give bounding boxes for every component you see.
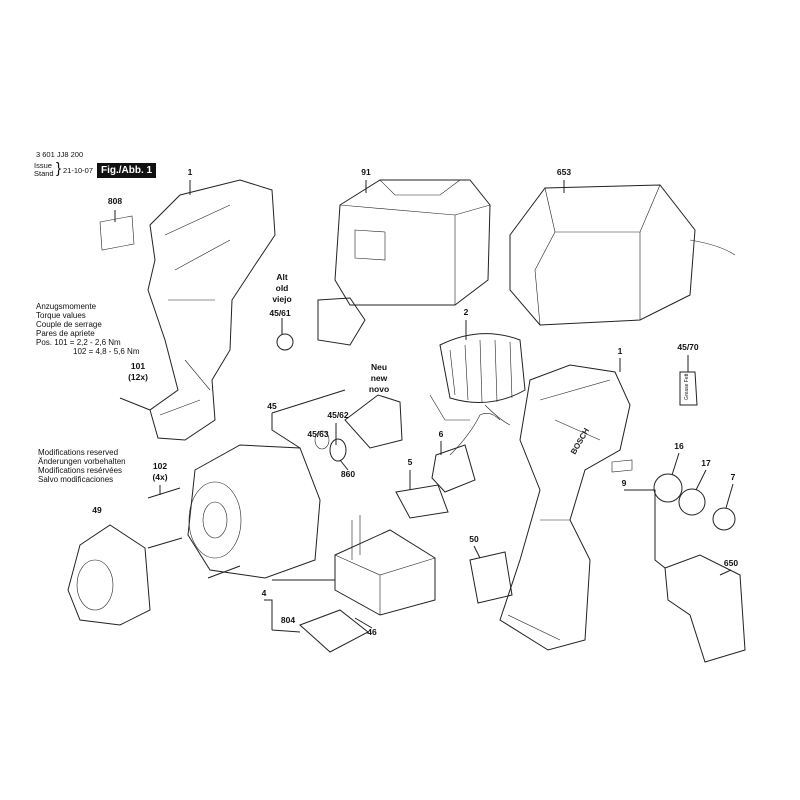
label-102-num: 102	[152, 461, 168, 471]
note-line: Änderungen vorbehalten	[38, 457, 126, 466]
label-2: 2	[463, 307, 469, 317]
torque-notes: Anzugsmomente Torque values Couple de se…	[36, 302, 139, 356]
note-line: Couple de serrage	[36, 320, 102, 329]
label-46: 46	[367, 627, 377, 637]
label-653: 653	[556, 167, 572, 177]
label-alt-es: viejo	[272, 294, 292, 304]
label-45-70: 45/70	[677, 342, 699, 352]
label-102: 102(4x)	[152, 461, 167, 483]
issue-date: 21-10-07	[63, 166, 94, 175]
note-line: Salvo modificaciones	[38, 475, 114, 484]
part-16	[653, 473, 683, 503]
part-804-plate	[299, 609, 369, 653]
part-7	[712, 507, 736, 531]
stand-label: Stand	[34, 169, 54, 178]
part-5-button	[395, 484, 449, 519]
label-45-61: 45/61	[269, 308, 291, 318]
label-1: 1	[187, 167, 193, 177]
label-860: 860	[340, 469, 356, 479]
part-2-motor	[439, 333, 526, 403]
note-line: Modifications reserved	[38, 448, 119, 457]
part-808-label	[99, 215, 135, 251]
modification-notes: Modifications reserved Änderungen vorbeh…	[38, 448, 126, 484]
label-5: 5	[407, 457, 413, 467]
part-45-70-grease	[679, 371, 698, 406]
part-50-module	[469, 551, 513, 604]
part-1-housing-right	[499, 364, 631, 651]
label-804: 804	[280, 615, 296, 625]
part-4-electronics	[334, 529, 436, 616]
part-1-housing-left	[147, 179, 276, 441]
part-number: 3 601 JJ8 200	[36, 150, 84, 159]
label-45-63: 45/63	[307, 429, 329, 439]
note-line: Modifications resérvées	[38, 466, 123, 475]
part-91-battery	[334, 179, 491, 306]
part-9	[611, 459, 633, 473]
label-4: 4	[261, 588, 267, 598]
label-102-qty: (4x)	[152, 472, 168, 482]
label-650: 650	[723, 558, 739, 568]
label-16: 16	[674, 441, 684, 451]
part-101-screw	[119, 397, 151, 411]
note-line: Torque values	[36, 311, 86, 320]
label-6: 6	[438, 429, 444, 439]
part-45-61-ring	[276, 333, 294, 351]
label-1b: 1	[617, 346, 623, 356]
label-101-num: 101	[130, 361, 146, 371]
note-line: Anzugsmomente	[36, 302, 97, 311]
label-101-qty: (12x)	[128, 372, 148, 382]
brand-logo: BOSCH	[569, 426, 591, 456]
label-alt-de: Alt	[276, 272, 288, 282]
figure-title: Fig./Abb. 1	[97, 163, 157, 178]
label-45: 45	[267, 401, 277, 411]
label-17: 17	[701, 458, 711, 468]
note-line: 102 = 4,8 - 5,6 Nm	[73, 347, 140, 356]
part-653-charger	[509, 184, 696, 326]
label-91: 91	[361, 167, 371, 177]
part-17	[678, 488, 706, 516]
issue-label: Issue	[34, 161, 52, 170]
label-45-62: 45/62	[327, 410, 349, 420]
part-49-cap	[67, 524, 151, 626]
label-7: 7	[730, 472, 736, 482]
label-101: 101(12x)	[128, 361, 148, 383]
label-neu-pt: novo	[368, 384, 390, 394]
part-6-switch	[431, 444, 476, 493]
label-alt-en: old	[275, 283, 289, 293]
label-808: 808	[107, 196, 123, 206]
part-45-63-ring	[314, 430, 330, 450]
note-line: Pares de apriete	[36, 329, 95, 338]
part-860-oring	[329, 438, 347, 462]
grease-tube-text: Grease Fett	[684, 373, 690, 400]
part-650-clip	[664, 554, 746, 663]
label-50: 50	[469, 534, 479, 544]
part-102-screw	[147, 487, 241, 579]
brace: }	[56, 160, 62, 177]
label-49: 49	[92, 505, 102, 515]
part-45-61-shaft-old	[317, 297, 366, 346]
label-9: 9	[621, 478, 627, 488]
part-45-62-anvil-new	[344, 394, 403, 449]
label-neu-en: new	[370, 373, 388, 383]
leader-lines	[114, 180, 734, 633]
note-line: Pos. 101 = 2,2 - 2,6 Nm	[36, 338, 121, 347]
part-45-gear-housing	[187, 444, 321, 579]
label-neu-de: Neu	[370, 362, 388, 372]
